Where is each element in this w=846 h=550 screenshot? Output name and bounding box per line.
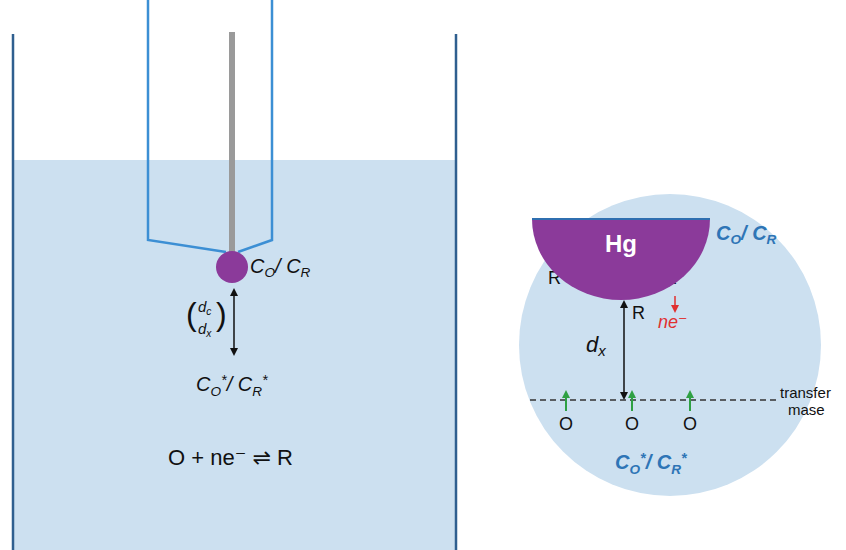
oxidant-label: O (625, 414, 639, 435)
concentration-surface: CO/ CR (250, 255, 310, 281)
diffusion-arrow (233, 290, 235, 354)
mass-transfer-arrow (631, 392, 633, 411)
product-label: R (632, 303, 645, 324)
mercury-surface (532, 218, 710, 220)
mass-transfer-arrow (565, 392, 567, 411)
concentration-surface: CO/ CR (716, 222, 776, 248)
oxidant-label: O (683, 414, 697, 435)
zoom-circle (519, 194, 821, 496)
electrode-holder (148, 0, 226, 252)
distance-label: dx (586, 332, 606, 360)
distance-arrow (623, 302, 625, 398)
electron-arrow (674, 296, 676, 311)
mercury-drop (216, 251, 248, 283)
mass-transfer-arrow (689, 392, 691, 411)
mercury-outline (532, 219, 710, 300)
mercury-drop: Hg (532, 218, 710, 300)
reaction-equation: O + ne⁻ ⇌ R (168, 445, 293, 470)
electrode-holder (238, 0, 272, 252)
beaker-wall (455, 34, 458, 550)
bracket: ) (216, 296, 227, 333)
electrode-rod (229, 32, 235, 252)
transfer-label: transfer (780, 384, 831, 401)
node-text: Hg (532, 230, 710, 258)
gradient-numerator: dc (198, 298, 211, 318)
gradient-denominator: dx (198, 320, 211, 340)
bracket: ( (186, 296, 197, 333)
beaker-wall (12, 34, 15, 550)
transfer-label: mase (788, 401, 825, 418)
concentration-bulk: CO*/ CR* (615, 450, 687, 477)
oxidant-label: O (559, 414, 573, 435)
electron-label: ne⁻ (658, 312, 688, 333)
concentration-bulk: CO*/ CR* (196, 372, 268, 399)
